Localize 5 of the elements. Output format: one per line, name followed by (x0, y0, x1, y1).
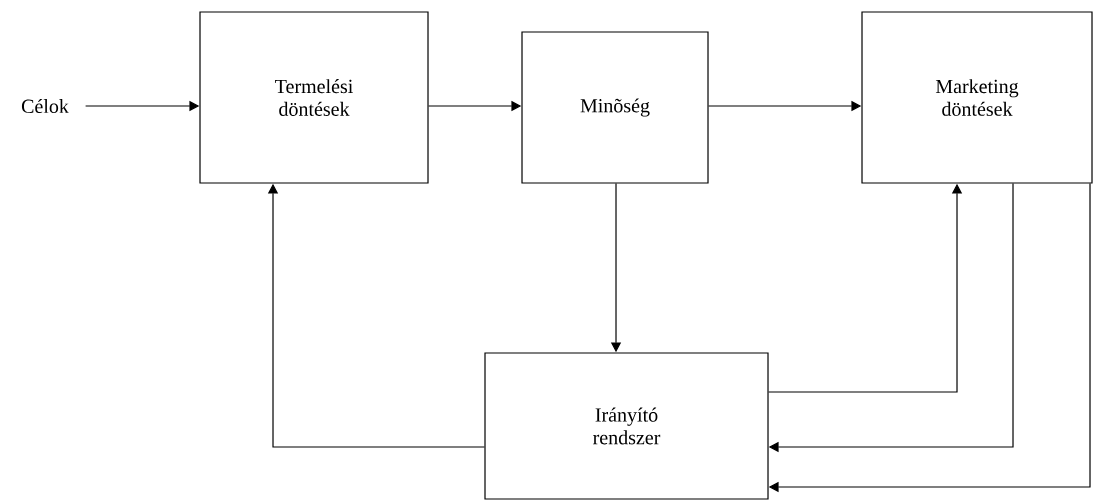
process-box: Minõség (521, 31, 709, 184)
input-label: Célok (21, 98, 69, 114)
process-box: Irányító rendszer (484, 352, 769, 500)
process-box: Termelési döntések (199, 11, 429, 184)
process-box: Marketing döntések (861, 11, 1093, 184)
